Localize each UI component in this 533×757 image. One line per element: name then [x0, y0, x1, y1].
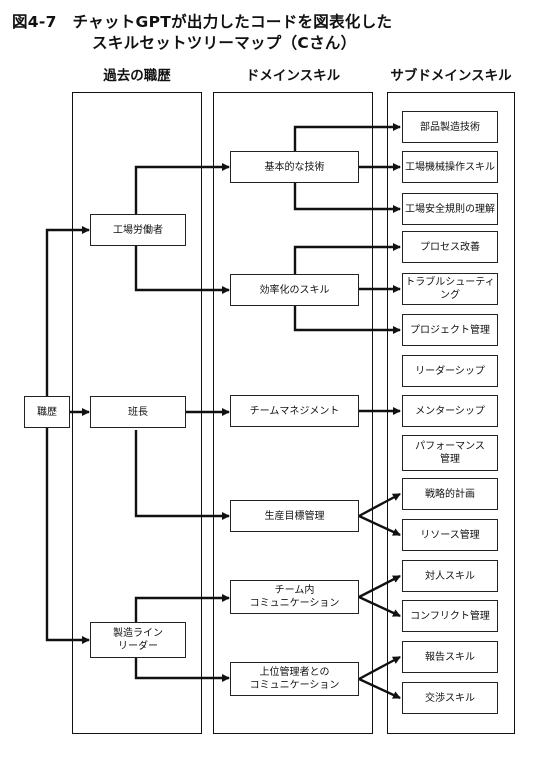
- edge-leader-to-upper-comm: [134, 658, 230, 682]
- sub-mentorship: メンターシップ: [402, 395, 498, 427]
- sub-project-management: プロジェクト管理: [402, 314, 498, 346]
- sub-interpersonal-skills: 対人スキル: [402, 560, 498, 592]
- domain-basic-technique: 基本的な技術: [230, 151, 359, 183]
- figure-title-line2: スキルセットツリーマップ（Cさん）: [92, 34, 357, 52]
- edge-efficiency-to-project: [293, 306, 401, 334]
- sub-strategic-planning: 戦略的計画: [402, 478, 498, 510]
- edge-worker-to-efficiency: [134, 246, 230, 294]
- edge-goal-to-resource: [358, 514, 401, 537]
- job-factory-worker: 工場労働者: [90, 214, 186, 246]
- sub-parts-manufacturing: 部品製造技術: [402, 111, 498, 143]
- edge-root-to-line-leader: [45, 428, 90, 644]
- job-production-line-leader: 製造ライン リーダー: [90, 622, 186, 658]
- column-header-subdomain-skills: サブドメインスキル: [390, 68, 512, 84]
- root-career-node: 職歴: [24, 396, 70, 428]
- edge-teamcomm-to-conflict: [358, 595, 401, 618]
- domain-team-communication: チーム内 コミュニケーション: [230, 580, 359, 614]
- edge-worker-to-basic-tech: [134, 163, 230, 214]
- sub-safety-rules: 工場安全規則の理解: [402, 193, 498, 225]
- job-foreman: 班長: [90, 396, 186, 428]
- sub-troubleshooting: トラブルシューティング: [402, 273, 498, 305]
- sub-reporting-skills: 報告スキル: [402, 641, 498, 673]
- domain-team-management: チームマネジメント: [230, 395, 359, 427]
- sub-performance-management: パフォーマンス 管理: [402, 435, 498, 471]
- sub-conflict-management: コンフリクト管理: [402, 600, 498, 632]
- sub-negotiation-skills: 交渉スキル: [402, 682, 498, 714]
- edge-basic-to-parts: [293, 123, 401, 151]
- column-header-past-jobs: 過去の職歴: [103, 68, 171, 84]
- domain-production-goal-management: 生産目標管理: [230, 500, 359, 532]
- edge-foreman-to-production-goal: [134, 430, 230, 520]
- sub-machine-operation: 工場機械操作スキル: [402, 151, 498, 183]
- edge-uppercomm-to-negotiation: [358, 677, 401, 700]
- edge-leader-to-team-comm: [134, 594, 230, 622]
- figure-title-line1: 図4-7 チャットGPTが出力したコードを図表化した: [12, 13, 393, 31]
- sub-resource-management: リソース管理: [402, 519, 498, 551]
- edge-teamcomm-to-interpersonal: [358, 574, 401, 599]
- edge-efficiency-to-process: [293, 243, 401, 274]
- sub-process-improvement: プロセス改善: [402, 231, 498, 263]
- edge-uppercomm-to-report: [358, 655, 401, 681]
- edge-root-to-factory-worker: [45, 226, 90, 396]
- sub-leadership: リーダーシップ: [402, 355, 498, 387]
- domain-upper-management-communication: 上位管理者との コミュニケーション: [230, 662, 359, 696]
- edge-basic-to-safety: [293, 183, 401, 213]
- edge-goal-to-strategy: [358, 492, 401, 518]
- column-header-domain-skills: ドメインスキル: [245, 68, 341, 84]
- domain-efficiency-skill: 効率化のスキル: [230, 274, 359, 306]
